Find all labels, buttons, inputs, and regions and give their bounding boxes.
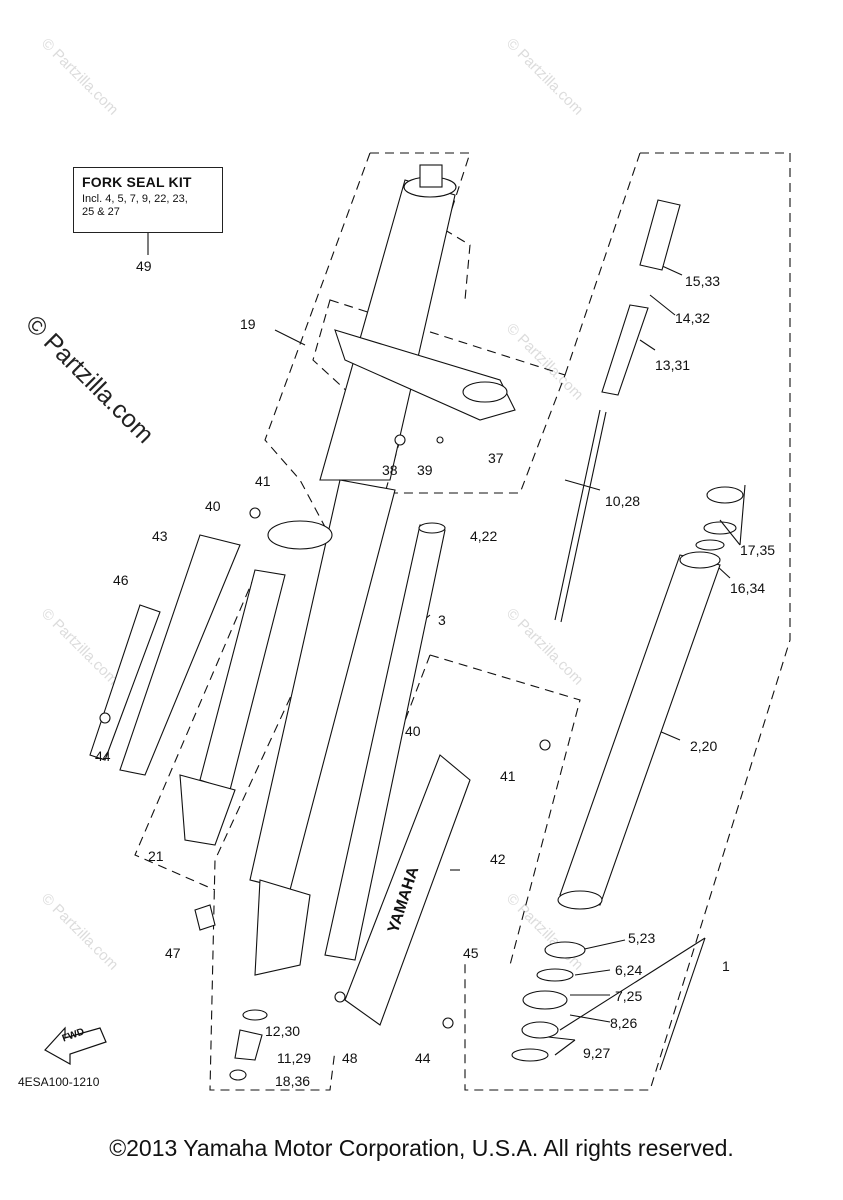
callout-8-26[interactable]: 8,26 (610, 1015, 638, 1031)
kit-line: 25 & 27 (82, 206, 120, 218)
copyright-text: ©2013 Yamaha Motor Corporation, U.S.A. A… (109, 1135, 734, 1161)
callout-21[interactable]: 21 (148, 848, 164, 864)
callout-39[interactable]: 39 (417, 462, 433, 478)
callout-46[interactable]: 46 (113, 572, 129, 588)
callout-45[interactable]: 45 (463, 945, 479, 961)
callout-12-30[interactable]: 12,30 (265, 1023, 301, 1039)
callout-43[interactable]: 43 (152, 528, 168, 544)
callout-3[interactable]: 3 (438, 612, 446, 628)
callout-10-28[interactable]: 10,28 (605, 493, 641, 509)
callout-44[interactable]: 44 (95, 748, 111, 764)
callout-40-lower[interactable]: 40 (405, 723, 421, 739)
callout-48[interactable]: 48 (342, 1050, 358, 1066)
callout-14-32[interactable]: 14,32 (675, 310, 711, 326)
callout-42[interactable]: 42 (490, 851, 506, 867)
fork-seal-kit-box: FORK SEAL KIT Incl. 4, 5, 7, 9, 22, 23, … (73, 167, 223, 233)
callout-2-20[interactable]: 2,20 (690, 738, 718, 754)
kit-line: Incl. 4, 5, 7, 9, 22, 23, (82, 193, 188, 205)
callout-1[interactable]: 1 (722, 958, 730, 974)
callout-37[interactable]: 37 (488, 450, 504, 466)
callout-18-36[interactable]: 18,36 (275, 1073, 311, 1089)
callout-44-lower[interactable]: 44 (415, 1050, 431, 1066)
callout-4-22[interactable]: 4,22 (470, 528, 498, 544)
callout-7-25[interactable]: 7,25 (615, 988, 643, 1004)
callout-49[interactable]: 49 (136, 258, 152, 274)
diagram-code: 4ESA100-1210 (18, 1075, 100, 1089)
callout-5-23[interactable]: 5,23 (628, 930, 656, 946)
callout-41-lower[interactable]: 41 (500, 768, 516, 784)
callout-40[interactable]: 40 (205, 498, 221, 514)
callout-15-33[interactable]: 15,33 (685, 273, 721, 289)
fwd-arrow-icon (44, 1026, 107, 1065)
callout-17-35[interactable]: 17,35 (740, 542, 776, 558)
callout-6-24[interactable]: 6,24 (615, 962, 643, 978)
callout-13-31[interactable]: 13,31 (655, 357, 691, 373)
callout-11-29[interactable]: 11,29 (277, 1050, 311, 1066)
callout-19[interactable]: 19 (240, 316, 256, 332)
callout-41[interactable]: 41 (255, 473, 271, 489)
callout-38[interactable]: 38 (382, 462, 398, 478)
callout-16-34[interactable]: 16,34 (730, 580, 766, 596)
kit-title: FORK SEAL KIT (82, 174, 192, 190)
callout-9-27[interactable]: 9,27 (583, 1045, 611, 1061)
callout-47[interactable]: 47 (165, 945, 181, 961)
